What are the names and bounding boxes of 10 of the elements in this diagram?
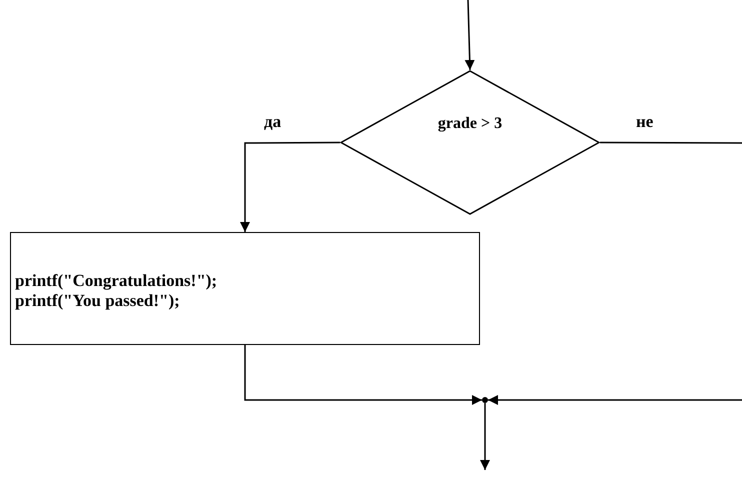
arrow (488, 395, 742, 405)
arrow (244, 345, 482, 405)
arrow (240, 142, 340, 232)
code-statement: printf("You passed!"); (15, 290, 181, 310)
decision-diamond (340, 70, 600, 215)
condition-text: grade > 3 (438, 114, 502, 134)
arrow (480, 403, 490, 470)
process-box (10, 232, 480, 345)
arrow (464, 0, 475, 70)
code-statement: printf("Congratulations!"); (15, 270, 218, 290)
